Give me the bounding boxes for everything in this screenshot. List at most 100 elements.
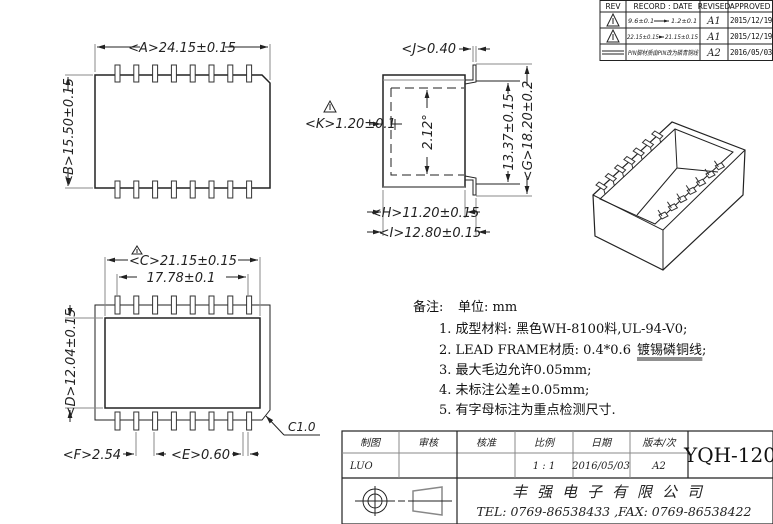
pin (208, 295, 215, 315)
pin (133, 411, 140, 431)
pin (152, 180, 159, 199)
iso-pin (604, 172, 618, 186)
header-approved-by: 核准 (476, 437, 497, 449)
revision-table: REV RECORD : DATE REVISED APPROVED 9.6±0… (599, 0, 773, 61)
value-drawn-by: LUO (349, 461, 373, 472)
record-from: 22.15±0.15 (627, 33, 659, 41)
revision-row: 22.15±0.15 21.15±0.15 A1 2015/12/19 (606, 28, 772, 43)
iso-pin (632, 147, 645, 161)
bottom-view-inner (104, 317, 261, 409)
pin (133, 295, 140, 315)
rev-header: REV (605, 2, 621, 11)
pin (208, 180, 215, 199)
notes-unit: 单位: mm (458, 300, 517, 315)
value-scale: 1 : 1 (533, 461, 555, 472)
pin (114, 180, 121, 199)
bot-pins-upper (114, 295, 253, 315)
top-pins-upper (114, 64, 253, 83)
pin (114, 64, 121, 83)
revised-value: A2 (706, 48, 721, 59)
iso-pins-left (595, 130, 664, 195)
revised-header: REVISED (698, 2, 731, 11)
revision-row: PIN脚材质由PIN改为磷青铜线 A2 2016/05/03 (602, 48, 772, 59)
isometric-view (592, 121, 746, 271)
dim-g-label: <G>18.20±0.2 (521, 81, 536, 182)
pin (189, 411, 196, 431)
pin (246, 411, 253, 431)
chamfer-label: C1.0 (288, 420, 316, 434)
pin (189, 295, 196, 315)
part-number: YQH-120 (683, 443, 773, 467)
pin (114, 295, 121, 315)
iso-pin (695, 176, 707, 187)
bottom-view-outer (94, 304, 271, 421)
iso-pin (666, 201, 679, 212)
header-drawn-by: 制图 (360, 437, 382, 449)
iso-pin (595, 181, 608, 195)
top-pins-lower (114, 180, 253, 199)
record-text: PIN脚材质由PIN改为磷青铜线 (628, 49, 698, 57)
dim-a-label: <A>24.15±0.15 (128, 41, 236, 56)
pin (133, 64, 140, 83)
pin (152, 411, 159, 431)
iso-pin (704, 168, 716, 179)
delta-triangle-icon (323, 99, 337, 113)
approved-value: 2015/12/19 (730, 32, 772, 41)
note-item: 2. LEAD FRAME材质: 0.4*0.6 (439, 343, 631, 358)
revision-row: 9.6±0.1 1.2±0.1 A1 2015/12/19 (606, 12, 772, 27)
pin (227, 295, 234, 315)
dim-13-label: 13.37±0.15 (502, 93, 517, 170)
pin (246, 295, 253, 315)
iso-pin (657, 209, 669, 220)
header-checked-by: 审核 (418, 437, 440, 449)
bottom-view: <C>21.15±0.15 17.78±0.1 <D>12.04±0.15 <F… (63, 245, 320, 463)
company-name: 丰强电子有限公司 (512, 483, 712, 501)
pin (170, 295, 177, 315)
value-version: A2 (651, 461, 666, 472)
iso-pin (613, 164, 627, 178)
iso-pin (685, 185, 697, 196)
pin (227, 180, 234, 199)
dim-f-label: <F>2.54 (63, 448, 121, 463)
note-item-underlined: 镀锡磷铜线; (637, 342, 706, 358)
header-scale: 比例 (534, 437, 556, 449)
dim-b-label: <B>15.50±0.15 (62, 78, 77, 186)
note-item: 5. 有字母标注为重点检测尺寸. (439, 402, 616, 418)
double-line-icon (602, 50, 624, 55)
pin (170, 180, 177, 199)
approved-header: APPROVED (730, 2, 771, 11)
approved-value: 2016/05/03 (730, 48, 772, 57)
delta-triangle-icon (131, 245, 143, 255)
dim-k-label: <K>1.20±0.1 (305, 117, 396, 132)
pin (170, 411, 177, 431)
delta-triangle-icon (606, 28, 620, 43)
pin (246, 64, 253, 83)
pin (114, 411, 121, 431)
dim-d-label: <D>12.04±0.15 (64, 309, 79, 418)
pin (152, 64, 159, 83)
dim-inner-label: 2.12° (421, 114, 436, 149)
dim-j-label: <J>0.40 (401, 42, 456, 57)
pin (189, 64, 196, 83)
pin (152, 295, 159, 315)
top-view: <A>24.15±0.15 <B>15.50±0.15 (62, 41, 271, 199)
iso-pin (651, 130, 664, 144)
revised-value: A1 (706, 32, 721, 43)
record-to: 21.15±0.15 (665, 33, 698, 41)
dim-e-label: <E>0.60 (171, 448, 230, 463)
record-date-header: RECORD : DATE (634, 2, 693, 11)
notes: 备注: 单位: mm 1. 成型材料: 黑色WH-8100料,UL-94-V0;… (413, 299, 706, 418)
top-view-body (94, 74, 271, 189)
pin (227, 64, 234, 83)
pin (246, 180, 253, 199)
notes-heading: 备注: (413, 299, 443, 315)
side-view: <J>0.40 <K>1.20±0.1 2.12° 13.37±0.15 <G>… (305, 42, 536, 241)
header-date: 日期 (591, 437, 613, 449)
approved-value: 2015/12/19 (730, 16, 772, 25)
header-version: 版本/次 (642, 437, 676, 449)
pin (227, 411, 234, 431)
company-contact: TEL: 0769-86538433 ,FAX: 0769-86538422 (477, 504, 752, 519)
bot-pins-lower (114, 411, 253, 431)
iso-pin (676, 193, 688, 204)
